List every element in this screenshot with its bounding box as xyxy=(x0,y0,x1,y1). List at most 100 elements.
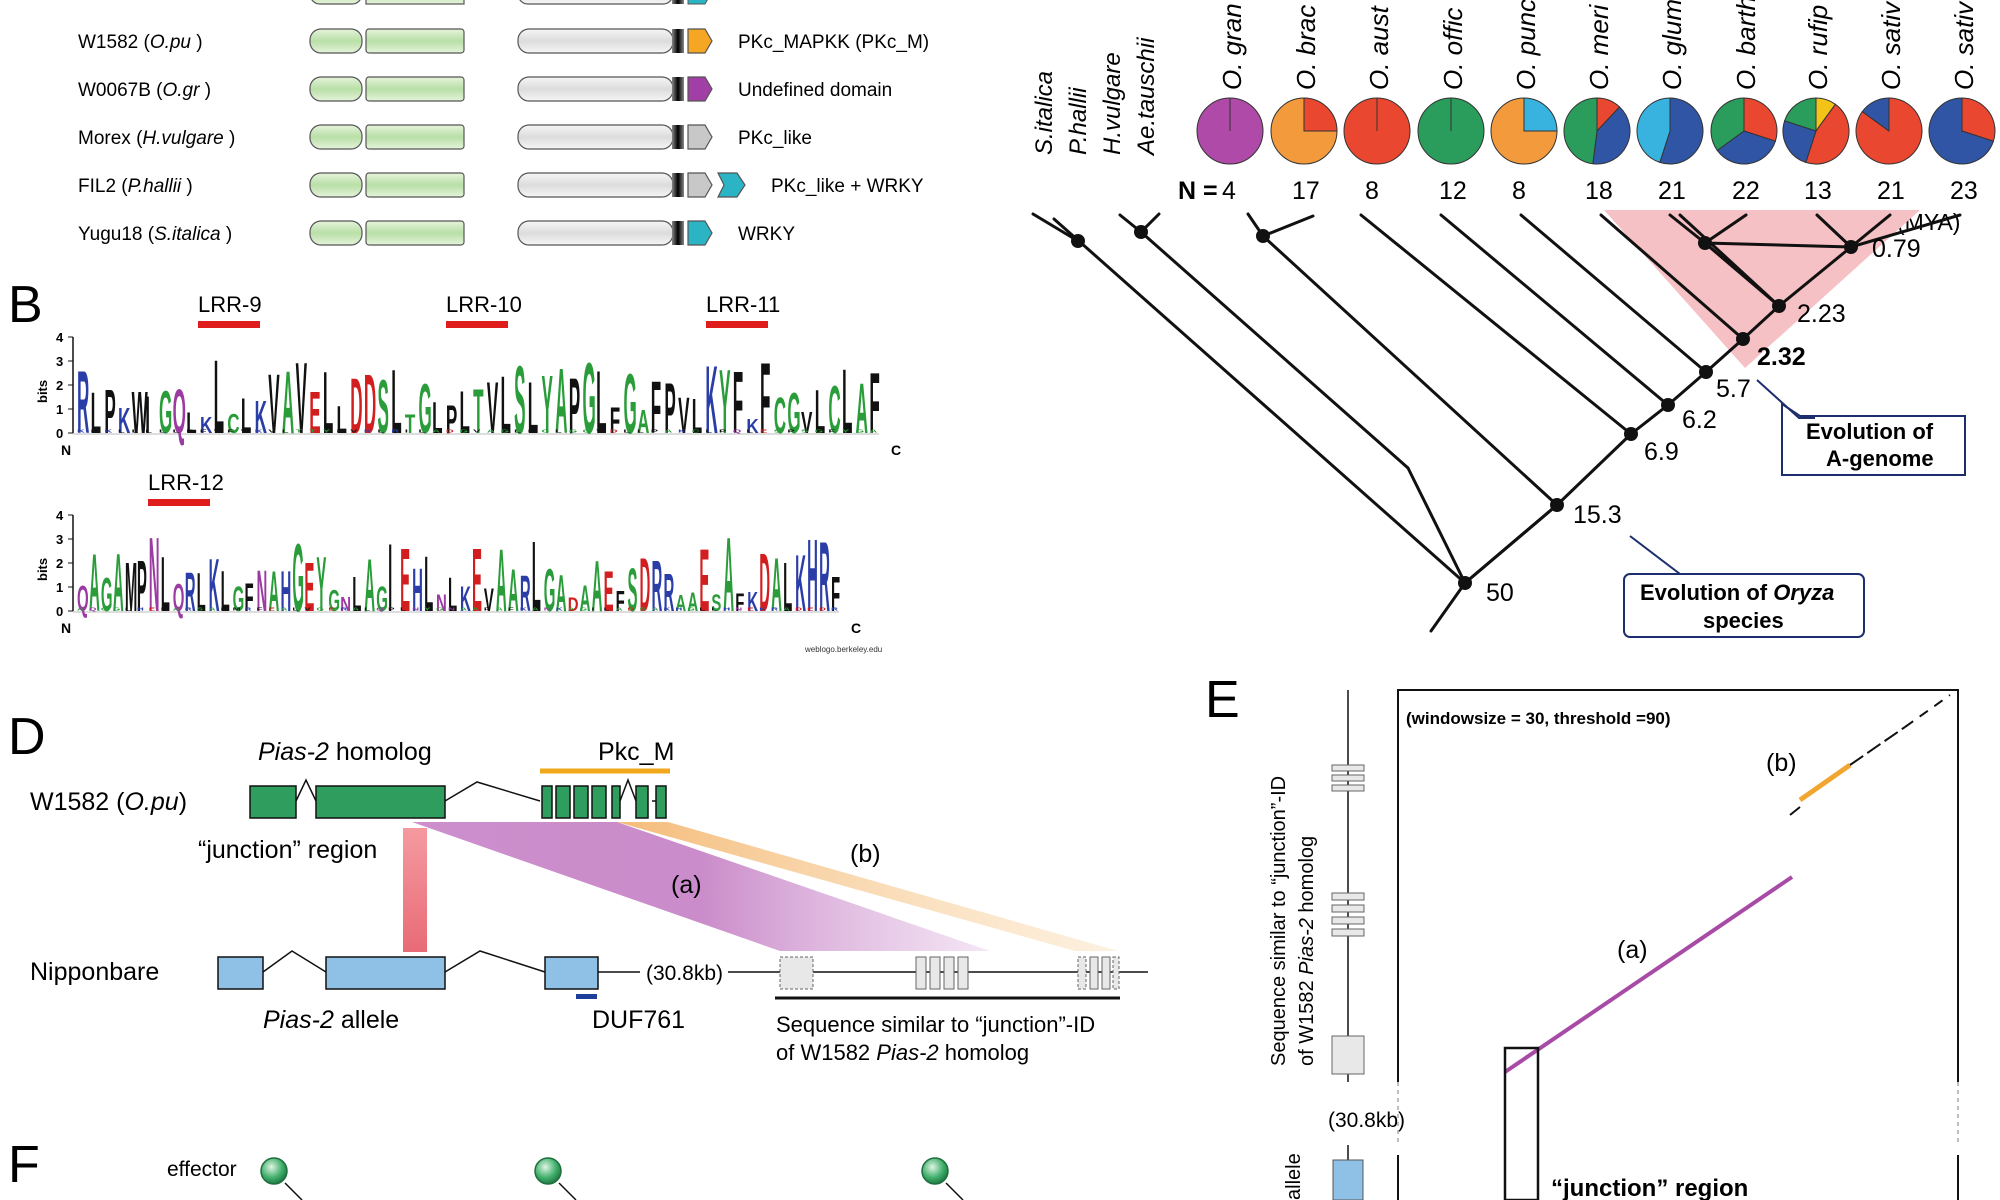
logo-letter: K xyxy=(118,401,130,441)
logo-letter-small: V xyxy=(596,428,604,434)
logo-letter: L xyxy=(448,568,457,622)
species-label: S.italica xyxy=(1031,71,1058,155)
logo-letter: S xyxy=(514,345,525,454)
logo-letter: A xyxy=(282,352,294,452)
tree-node xyxy=(1661,398,1675,412)
node-age-label: 50 xyxy=(1486,579,1514,607)
logo-letter: L xyxy=(596,352,606,452)
logo-letter-small: Y xyxy=(424,606,430,611)
dotplot-line-black-1 xyxy=(1849,726,1906,766)
logo-letter: G xyxy=(582,342,595,455)
dotplot-params: (windowsize = 30, threshold =90) xyxy=(1406,709,1671,728)
e-allele-label: allele xyxy=(1283,1153,1305,1200)
logo-letter-small: S xyxy=(197,606,203,611)
logo-tick-label: 4 xyxy=(56,330,64,345)
logo-letter: L xyxy=(500,361,510,451)
logo-letter-small: P xyxy=(787,428,795,434)
logo-letter-small: V xyxy=(350,428,358,434)
top-gene-label: W1582 (O.pu) xyxy=(30,788,187,816)
tree-branch xyxy=(1703,241,1781,308)
logo-letter: S xyxy=(628,557,638,624)
oryza-species-label: O. offic xyxy=(1438,8,1468,90)
species-label: Ae.tauschii xyxy=(1133,37,1160,157)
logo-letter: L xyxy=(221,559,230,623)
species-label: H.vulgare xyxy=(1099,52,1126,155)
logo-letter: E xyxy=(400,529,410,631)
logo-tick-label: 3 xyxy=(56,532,63,547)
logo-letter: K xyxy=(795,540,806,629)
dotplot-line-black-3 xyxy=(1789,806,1801,816)
logo-letter-small: D xyxy=(446,428,454,434)
logo-letter: D xyxy=(350,362,362,450)
effector-bead-3 xyxy=(921,1157,964,1200)
tree-branch xyxy=(1815,213,1853,249)
logo-letter: R xyxy=(819,523,830,633)
logo-letter-small: D xyxy=(819,606,827,611)
motif-label: LRR-11 xyxy=(706,292,780,317)
sample-count: 12 xyxy=(1439,177,1467,205)
tree-branch xyxy=(1261,234,1559,507)
logo-letter-small: A xyxy=(209,606,217,611)
logo-letter-small: L xyxy=(91,428,98,434)
logo-letter: E xyxy=(309,380,320,447)
logo-letter: V xyxy=(296,344,307,456)
logo-letter: F xyxy=(831,566,840,621)
logo-letter: K xyxy=(209,544,220,627)
domain-row: FIL2 (P.hallii ) PKc_like + WRKY xyxy=(78,172,924,198)
logo-letter: L xyxy=(692,388,702,444)
tree-branch xyxy=(1463,503,1559,585)
n-prefix: N = xyxy=(1178,177,1218,205)
logo-letter-small: L xyxy=(118,428,125,434)
logo-letter-small: A xyxy=(460,606,468,611)
logo-letter-small: A xyxy=(869,428,877,434)
logo-letter-small: R xyxy=(340,606,348,611)
sample-count: 17 xyxy=(1292,177,1320,205)
logo-letter: L xyxy=(532,521,541,633)
panel-d-label: D xyxy=(8,708,46,766)
logo-letter-small: A xyxy=(616,606,624,611)
callout-oryza-line1: Evolution of Oryza xyxy=(1640,580,1834,605)
logo-letter-small: E xyxy=(807,606,813,611)
composition-pie xyxy=(1417,97,1485,165)
callout-oryza-box xyxy=(1623,573,1865,638)
similar-region-exons xyxy=(779,956,1120,990)
bottom-gene-label: Nipponbare xyxy=(30,958,159,986)
logo-letter-small: H xyxy=(137,606,144,611)
logo-tick-label: 4 xyxy=(56,508,64,523)
sample-count: 23 xyxy=(1950,177,1978,205)
tree-branch xyxy=(1599,213,1745,341)
logo-letter: W xyxy=(132,380,148,447)
tree-branch xyxy=(1703,213,1748,245)
logo-letter-small: L xyxy=(132,428,139,434)
domain-name-label: PKc_like + WRKY xyxy=(771,176,924,197)
logo-letter: E xyxy=(699,532,709,631)
wrky-domain-shape xyxy=(717,172,746,198)
logo-letter: A xyxy=(496,532,507,631)
logo-letter: F xyxy=(760,342,770,455)
lrr-domain-short xyxy=(309,172,363,198)
end-domain-shape xyxy=(687,124,713,150)
logo-letter: G xyxy=(787,381,800,445)
logo-letter-small: F xyxy=(508,606,514,611)
logo-letter-small: K xyxy=(663,606,671,611)
logo-letter-small: L xyxy=(711,606,717,611)
oryza-species-label: O. aust xyxy=(1364,4,1394,90)
tree-branch xyxy=(1666,370,1708,407)
logo-letter: R xyxy=(652,547,663,627)
logo-letter: L xyxy=(214,338,224,455)
logo-tick-label: 0 xyxy=(56,604,63,619)
domain-row-label: FIL2 (P.hallii ) xyxy=(78,176,193,197)
logo-letter-small: G xyxy=(815,428,824,434)
panel-e-dotplot: E (30.8kb) Sequence similar to “junction… xyxy=(1205,671,1959,1200)
logo-letter: E xyxy=(604,559,614,623)
logo-letter-small: C xyxy=(541,428,549,434)
logo-letter-small: I xyxy=(592,606,595,611)
logo-letter-small: I xyxy=(405,428,408,434)
effector-bead-1 xyxy=(260,1157,303,1200)
logo-letter-small: L xyxy=(161,606,167,611)
logo-letter-small: L xyxy=(555,428,562,434)
logo-letter-small: L xyxy=(514,428,521,434)
junction-region-band xyxy=(403,828,427,952)
logo-letter-small: L xyxy=(364,606,370,611)
